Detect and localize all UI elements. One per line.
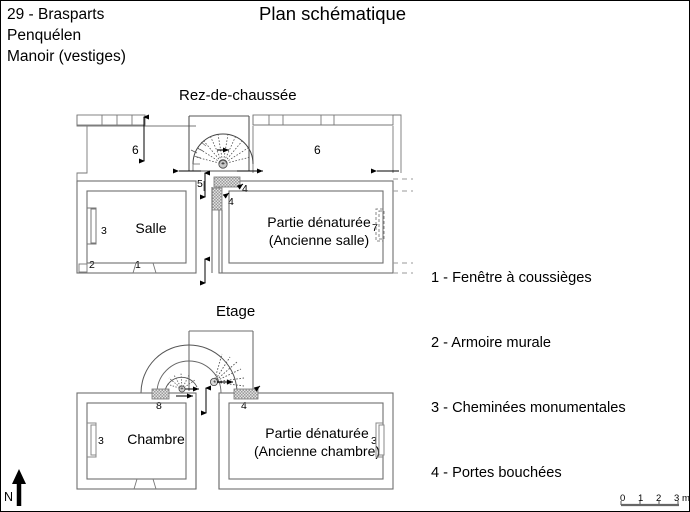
room-label-chambre: Chambre <box>127 431 185 447</box>
scale-tick-3: 3 <box>674 493 680 504</box>
window-1-ground <box>132 262 157 274</box>
upper-main-walls <box>76 392 394 490</box>
upper-floor-plan <box>76 330 394 490</box>
scale-bar <box>620 501 679 507</box>
marker-6-left: 6 <box>132 143 139 157</box>
marker-4-lower: 4 <box>228 196 234 208</box>
marker-6-right: 6 <box>314 143 321 157</box>
marker-7: 7 <box>372 222 378 234</box>
scale-tick-0: 0 <box>620 493 626 504</box>
room-label-partie-denaturee-rdc: Partie dénaturée (Ancienne salle) <box>267 214 371 248</box>
page-title: Plan schématique <box>259 3 407 24</box>
ruined-wall-dashes-ground <box>393 178 413 274</box>
north-label: N <box>4 490 14 504</box>
marker-8: 8 <box>156 400 162 412</box>
direction-arrows-ground <box>139 114 399 286</box>
window-opening-chambre <box>133 478 157 490</box>
central-pier-upper <box>195 399 220 489</box>
scale-tick-2: 2 <box>656 493 662 504</box>
site-identification: 29 - Brasparts Penquélen Manoir (vestige… <box>7 6 126 65</box>
cheminee-3-salle <box>87 207 97 245</box>
marker-4-etage: 4 <box>241 400 247 412</box>
upper-floor-caption: Etage <box>216 303 256 320</box>
cheminee-3-chambre <box>87 422 97 458</box>
porte-bouchee-4-lower <box>211 187 223 211</box>
scale-unit: m <box>682 493 690 504</box>
ground-floor-plan <box>76 114 413 286</box>
legend: 1 - Fenêtre à coussièges 2 - Armoire mur… <box>431 225 663 511</box>
marker-3-chambre: 3 <box>98 435 104 447</box>
armoire-murale-2 <box>78 263 88 273</box>
room-label-partie-denaturee-etage: Partie dénaturée (Ancienne chambre) <box>253 425 381 459</box>
room-label-salle: Salle <box>135 220 167 236</box>
emplacement-cheminee-7 <box>375 208 385 242</box>
legend-item-3: 3 - Cheminées monumentales <box>431 399 626 416</box>
central-pier-ground <box>211 187 223 273</box>
marker-3-salle: 3 <box>101 225 107 237</box>
spiral-staircase-upper <box>140 344 245 399</box>
marker-4-upper: 4 <box>242 183 248 195</box>
cheminee-3-ancienne-chambre <box>375 422 385 458</box>
fenetre-bouchee-8 <box>151 388 170 400</box>
legend-item-4: 4 - Portes bouchées <box>431 464 562 481</box>
marker-1: 1 <box>135 259 141 271</box>
spiral-staircase-ground <box>190 133 254 171</box>
legend-item-1: 1 - Fenêtre à coussièges <box>431 270 592 287</box>
scale-tick-1: 1 <box>638 493 644 504</box>
porte-bouchee-4-etage <box>233 388 259 400</box>
marker-3-ancienne-chambre: 3 <box>371 435 377 447</box>
direction-arrows-upper <box>201 385 261 416</box>
ground-floor-caption: Rez-de-chaussée <box>179 87 297 104</box>
porte-bouchee-4-upper <box>213 176 241 188</box>
marker-5: 5 <box>197 178 203 190</box>
marker-2: 2 <box>89 259 95 271</box>
legend-item-2: 2 - Armoire murale <box>431 334 552 351</box>
ground-main-walls <box>76 180 394 274</box>
north-arrow <box>12 469 26 506</box>
